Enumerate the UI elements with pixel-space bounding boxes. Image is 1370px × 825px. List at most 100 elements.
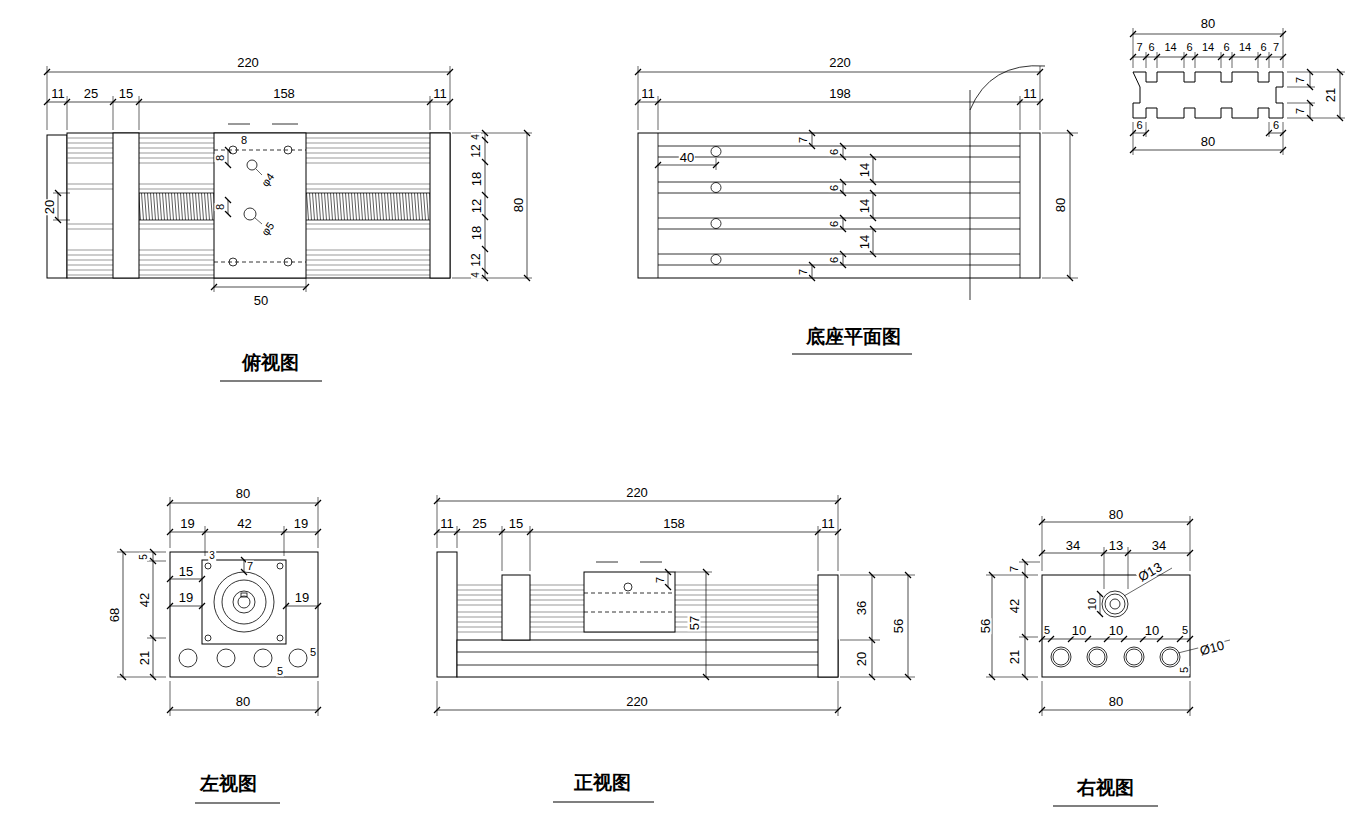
dimension-text: 80 <box>1200 17 1216 30</box>
right-view <box>1042 681 1190 716</box>
left-view <box>217 649 235 667</box>
base-plan-view <box>1133 122 1283 155</box>
base-plan-view <box>1133 57 1283 58</box>
left-view <box>117 497 318 803</box>
base-plan-view <box>970 90 971 300</box>
left-view <box>195 802 280 803</box>
right-view <box>986 562 1040 677</box>
dimension-text: 42 <box>1008 598 1021 614</box>
base-plan-view <box>638 28 1345 354</box>
dimension-text: 5 <box>309 647 317 658</box>
top-view <box>47 72 450 73</box>
left-view <box>222 580 266 624</box>
dimension-text: φ5 <box>259 220 277 239</box>
left-view <box>238 596 250 608</box>
dimension-text: 34 <box>1065 539 1081 552</box>
left-view <box>170 532 318 533</box>
left-view <box>170 503 318 504</box>
top-view <box>214 287 306 288</box>
dimension-text: 8 <box>215 203 226 211</box>
dimension-text: 8 <box>240 135 248 146</box>
dimension-text: 19 <box>178 591 194 604</box>
base-plan-view <box>638 133 1040 278</box>
left-view <box>153 552 154 677</box>
dimension-text: 11 <box>640 87 656 100</box>
top-view <box>247 160 257 170</box>
top-view <box>244 208 256 220</box>
right-view <box>1102 591 1128 617</box>
base-plan-view <box>638 66 1040 130</box>
right-view <box>1042 710 1190 711</box>
front-view <box>457 640 838 677</box>
dimension-text: 6 <box>829 183 840 191</box>
dimension-text: 7 <box>798 267 809 275</box>
top-view <box>255 169 262 224</box>
dimension-text: 6 <box>1222 42 1230 53</box>
right-view <box>1089 649 1105 665</box>
dimension-text: 12 <box>470 198 483 214</box>
right-view <box>1126 649 1142 665</box>
left-view <box>214 572 274 632</box>
dimension-text: 15 <box>508 517 524 530</box>
dimension-text: 6 <box>1185 42 1193 53</box>
front-view <box>624 583 632 591</box>
left-view <box>241 593 247 597</box>
dimension-text: 13 <box>1108 539 1124 552</box>
dimension-text: 6 <box>1272 120 1280 131</box>
top-view <box>113 133 139 278</box>
base-plan-view <box>843 218 844 229</box>
top-view <box>214 133 306 278</box>
dimension-text: 40 <box>679 151 695 164</box>
front-view <box>437 495 838 571</box>
dimension-text: 15 <box>178 565 194 578</box>
dimension-text: 12 <box>470 143 482 158</box>
dimension-text: 11 <box>439 517 455 530</box>
base-plan-view <box>1042 133 1078 278</box>
dimension-text: 8 <box>215 154 226 162</box>
view-title: 俯视图 <box>241 353 300 372</box>
right-view <box>1042 639 1190 640</box>
base-plan-view <box>711 219 721 229</box>
dimension-text: 20 <box>43 199 56 215</box>
right-view <box>1042 553 1190 554</box>
dimension-text: 10 <box>1144 624 1160 637</box>
front-view <box>437 532 838 533</box>
dimension-text: 68 <box>108 607 121 623</box>
dimension-text: 21 <box>1008 649 1021 665</box>
dimension-text: 42 <box>138 591 151 607</box>
dimension-text: φ4 <box>259 171 277 190</box>
base-plan-view <box>711 255 721 265</box>
top-view <box>214 278 306 292</box>
front-view <box>437 710 838 711</box>
left-view <box>244 560 245 572</box>
dimension-text: 80 <box>1108 508 1124 521</box>
dimension-text: 5 <box>276 666 284 677</box>
dimension-text: 14 <box>1201 42 1215 53</box>
base-plan-view <box>1133 150 1283 151</box>
dimension-text: 36 <box>855 599 868 615</box>
dimension-text: 11 <box>820 517 836 530</box>
dimension-text: 7 <box>1295 75 1306 83</box>
dimension-text: 19 <box>179 517 195 530</box>
right-view <box>1110 599 1120 609</box>
base-plan-view <box>873 229 874 254</box>
right-view <box>986 516 1230 806</box>
base-plan-view <box>1133 34 1283 35</box>
dimension-text: 19 <box>294 591 310 604</box>
dimension-text: 10 <box>1071 624 1087 637</box>
base-plan-view <box>873 193 874 218</box>
base-plan-view <box>1287 72 1345 118</box>
base-plan-view <box>716 158 717 170</box>
top-view <box>229 146 237 154</box>
right-view <box>1160 647 1180 667</box>
top-view <box>228 200 229 214</box>
dimension-text: 5 <box>139 553 149 561</box>
base-plan-view <box>1310 72 1311 87</box>
dimension-text: 56 <box>892 618 905 634</box>
front-view <box>437 681 838 716</box>
left-view <box>170 497 318 556</box>
left-view <box>170 710 318 711</box>
dimension-text: 18 <box>470 225 483 241</box>
top-view <box>452 133 532 278</box>
